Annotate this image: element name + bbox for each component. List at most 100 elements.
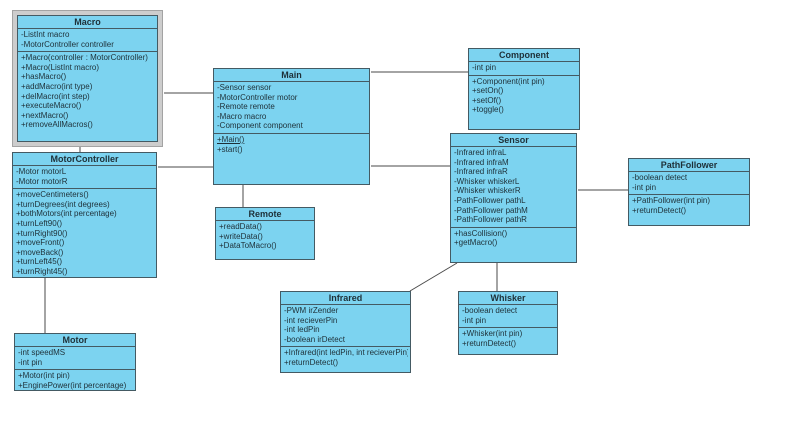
uml-member: +Infrared(int ledPin, int recieverPin) [284,348,408,358]
class-motorcontroller[interactable]: MotorController -Motor motorL-Motor moto… [12,152,157,278]
methods-compartment: +readData()+writeData()+DataToMacro() [216,221,314,259]
uml-member: +removeAllMacros() [21,120,93,130]
methods-compartment: +Macro(controller : MotorController)+Mac… [18,52,157,141]
attributes-compartment: -int pin [469,62,579,76]
uml-member: +setOf() [472,95,502,105]
uml-member: -int pin [632,182,657,192]
methods-compartment: +hasCollision()+getMacro() [451,228,576,262]
class-pathfollower[interactable]: PathFollower -boolean detect-int pin +Pa… [628,158,750,226]
class-motor[interactable]: Motor -int speedMS-int pin +Motor(int pi… [14,333,136,391]
uml-member: -int ledPin [284,325,320,335]
uml-member: -Sensor sensor [217,83,272,92]
uml-member: -MotorController motor [217,92,298,102]
uml-member: -Macro macro [217,111,267,121]
class-title: PathFollower [629,159,749,172]
uml-member: -Whisker whiskerR [454,186,521,196]
uml-member: -boolean detect [632,173,688,182]
class-component[interactable]: Component -int pin +Component(int pin)+s… [468,48,580,130]
attributes-compartment: -ListInt macro-MotorController controlle… [18,29,157,53]
uml-member: +Macro(controller : MotorController) [21,53,148,63]
uml-member: -PWM irZender [284,306,339,315]
uml-member: +start() [217,144,243,154]
class-title: Sensor [451,134,576,147]
uml-member: +moveFront() [16,238,65,248]
uml-member: +Motor(int pin) [18,371,70,381]
uml-member: -MotorController controller [21,39,114,49]
class-infrared[interactable]: Infrared -PWM irZender-int recieverPin-i… [280,291,411,373]
uml-member: -PathFollower pathL [454,195,526,205]
class-remote[interactable]: Remote +readData()+writeData()+DataToMac… [215,207,315,260]
class-title: Remote [216,208,314,221]
uml-member: -int recieverPin [284,315,338,325]
uml-member: +Main() [217,134,245,144]
methods-compartment: +Whisker(int pin)+returnDetect() [459,328,557,354]
uml-member: +toggle() [472,105,504,115]
methods-compartment: +Infrared(int ledPin, int recieverPin)+r… [281,347,410,372]
attributes-compartment: -Sensor sensor-MotorController motor-Rem… [214,82,369,134]
uml-member: +Whisker(int pin) [462,329,523,339]
uml-member: -PathFollower pathM [454,205,528,215]
uml-member: -ListInt macro [21,30,70,39]
class-title: MotorController [13,153,156,166]
uml-member: -boolean detect [462,306,518,315]
uml-member: +turnRight45() [16,266,68,276]
uml-member: -Motor motorR [16,176,68,186]
uml-member: +nextMacro() [21,110,69,120]
uml-member: -Infrared infraM [454,157,509,167]
class-title: Main [214,69,369,82]
uml-member: +returnDetect() [632,205,687,215]
methods-compartment: +PathFollower(int pin)+returnDetect() [629,195,749,225]
class-macro[interactable]: Macro -ListInt macro-MotorController con… [17,15,158,142]
connector-sensor-infrared[interactable] [409,262,458,292]
uml-member: +PathFollower(int pin) [632,196,711,206]
methods-compartment: +Main()+start() [214,134,369,184]
uml-member: -int pin [472,63,497,72]
uml-member: +moveCentimeters() [16,190,89,200]
methods-compartment: +Motor(int pin)+EnginePower(int percenta… [15,370,135,390]
attributes-compartment: -boolean detect-int pin [459,305,557,329]
uml-member: +DataToMacro() [219,241,277,251]
uml-member: +Macro(ListInt macro) [21,62,100,72]
uml-member: +returnDetect() [462,338,517,348]
class-title: Infrared [281,292,410,305]
class-title: Component [469,49,579,62]
uml-member: +moveBack() [16,247,64,257]
uml-member: +turnLeft45() [16,257,63,267]
class-title: Whisker [459,292,557,305]
uml-member: +writeData() [219,231,263,241]
uml-member: +turnDegrees(int degrees) [16,199,110,209]
uml-member: +executeMacro() [21,101,82,111]
uml-member: +turnRight90() [16,228,68,238]
uml-member: -Component component [217,121,303,131]
uml-member: -int pin [18,357,43,367]
attributes-compartment: -Motor motorL-Motor motorR [13,166,156,190]
uml-member: -Infrared infraR [454,167,508,177]
class-title: Macro [18,16,157,29]
uml-member: -boolean irDetect [284,334,345,344]
class-sensor[interactable]: Sensor -Infrared infraL-Infrared infraM-… [450,133,577,263]
class-title: Motor [15,334,135,347]
uml-member: +EnginePower(int percentage) [18,380,127,390]
uml-member: -Infrared infraL [454,148,507,157]
uml-member: -PathFollower pathR [454,215,527,225]
uml-member: +getMacro() [454,238,498,248]
uml-member: +delMacro(int step) [21,91,90,101]
uml-member: +returnDetect() [284,357,339,367]
uml-member: +setOn() [472,86,504,96]
uml-member: -Remote remote [217,102,275,112]
uml-member: -int pin [462,315,487,325]
uml-member: +turnLeft90() [16,218,63,228]
class-main[interactable]: Main -Sensor sensor-MotorController moto… [213,68,370,185]
methods-compartment: +moveCentimeters()+turnDegrees(int degre… [13,189,156,277]
attributes-compartment: -boolean detect-int pin [629,172,749,196]
uml-member: -int speedMS [18,348,66,357]
attributes-compartment: -PWM irZender-int recieverPin-int ledPin… [281,305,410,348]
uml-member: -Motor motorL [16,167,67,176]
class-whisker[interactable]: Whisker -boolean detect-int pin +Whisker… [458,291,558,355]
attributes-compartment: -int speedMS-int pin [15,347,135,371]
uml-member: -Whisker whiskerL [454,176,520,186]
uml-member: +hasCollision() [454,228,508,238]
uml-member: +readData() [219,222,262,231]
